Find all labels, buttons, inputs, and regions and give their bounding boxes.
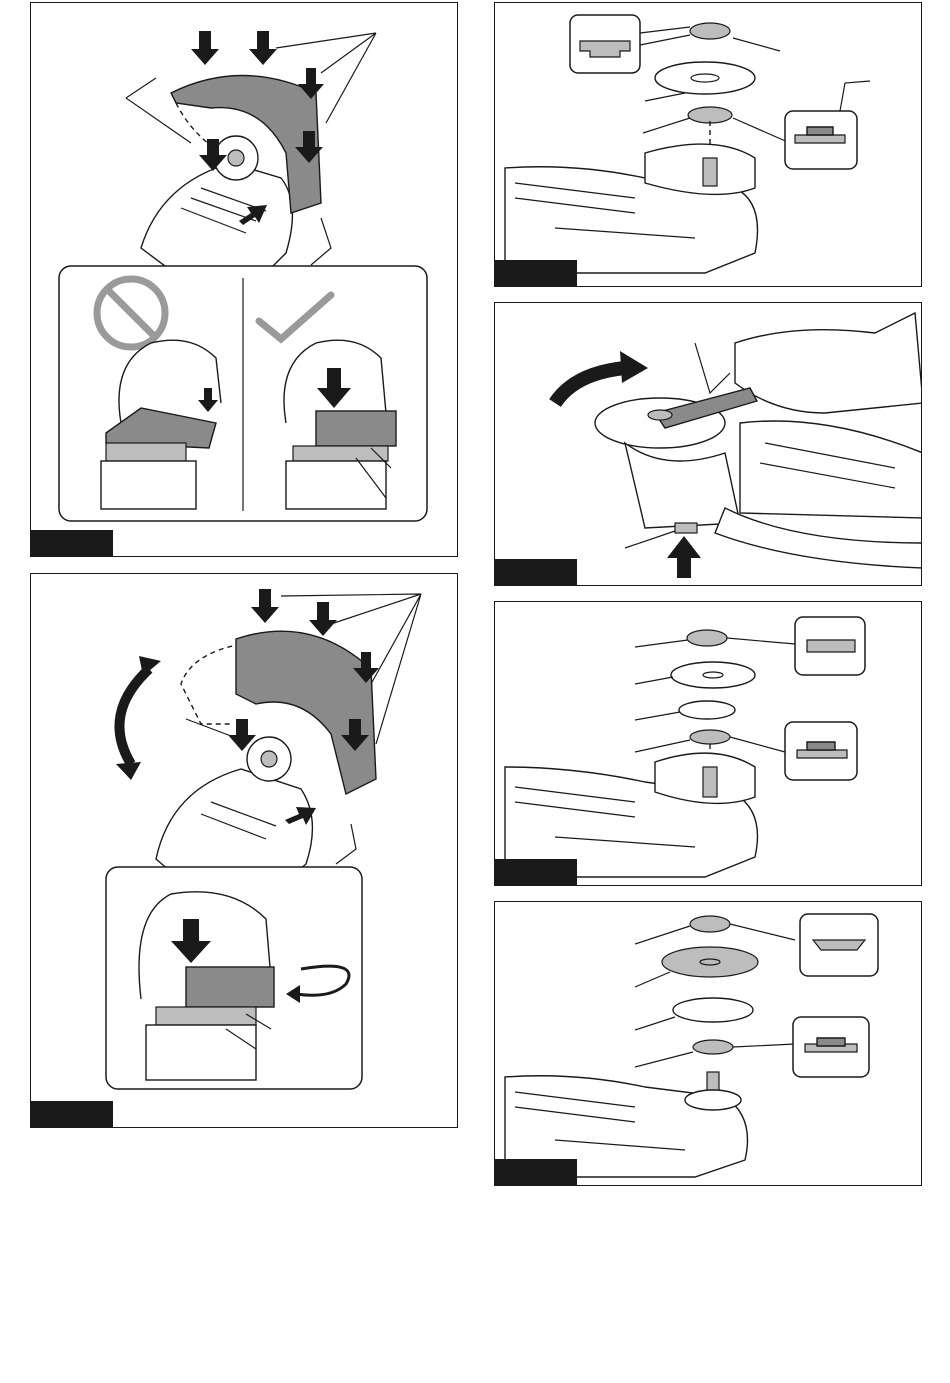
cut-off-stack-illustration: [495, 902, 922, 1186]
figure-wrench-lock: [494, 302, 922, 586]
flange-install-illustration: [495, 3, 922, 287]
figure-number-tab: [31, 530, 113, 556]
down-arrow-icon: [309, 602, 337, 636]
figure-flange-install: [494, 2, 922, 287]
rotate-arrow-icon: [119, 669, 149, 764]
down-arrow-icon: [191, 31, 219, 65]
figure-number-tab: [495, 559, 577, 585]
figure-ezynut-stack: [494, 601, 922, 886]
figure-guard-rotate: [30, 573, 458, 1128]
ezynut-stack-illustration: [495, 602, 922, 886]
figure-number-tab: [31, 1101, 113, 1127]
curved-arrow-icon: [555, 368, 625, 403]
figure-number-tab: [495, 1159, 577, 1185]
figure-number-tab: [495, 260, 577, 286]
down-arrow-icon: [251, 589, 279, 623]
guard-check-illustration: [31, 3, 458, 557]
figure-guard-check: [30, 2, 458, 557]
wrench-lock-illustration: [495, 303, 922, 586]
figure-number-tab: [495, 859, 577, 885]
guard-rotate-illustration: [31, 574, 458, 1128]
up-arrow-icon: [667, 536, 701, 578]
figure-cut-off-stack: [494, 901, 922, 1186]
down-arrow-icon: [249, 31, 277, 65]
